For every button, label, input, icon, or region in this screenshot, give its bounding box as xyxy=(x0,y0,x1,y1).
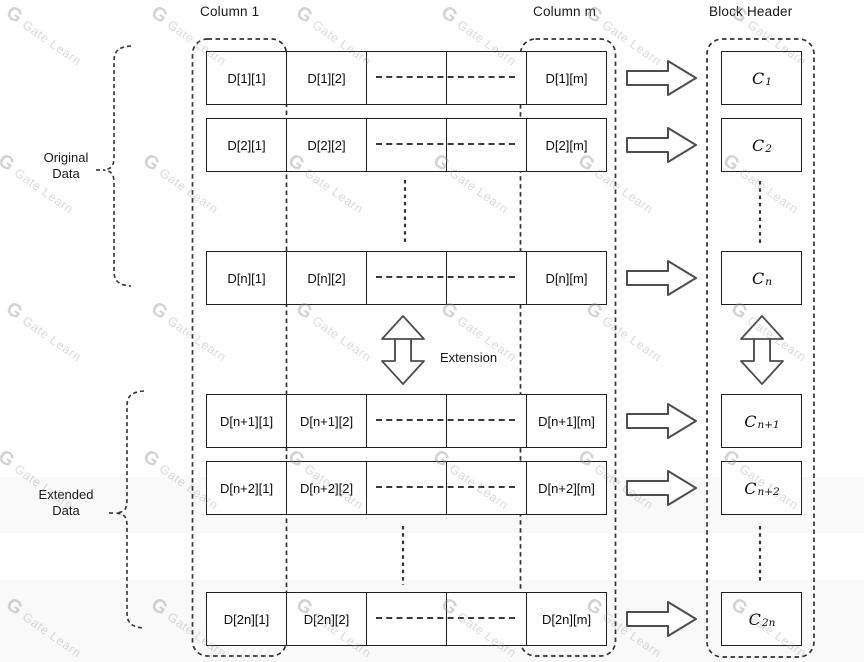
brace-extended-data xyxy=(109,390,145,629)
cell-d1-2: D[1][2] xyxy=(286,52,366,104)
cell-dn1-m: D[n+1][m] xyxy=(526,395,606,447)
block-subscript: 2 xyxy=(765,142,772,155)
extension-double-arrow-blocks xyxy=(740,315,784,385)
cell-d2-2: D[2][2] xyxy=(286,119,366,171)
row-ellipsis-line xyxy=(376,486,515,488)
right-arrow-row-n1 xyxy=(626,403,697,439)
label-original-data: Original Data xyxy=(20,150,112,181)
data-row-2: D[2][1] D[2][2] D[2][m] xyxy=(206,118,607,172)
label-extended-line1: Extended xyxy=(38,487,94,502)
cell-dn-1: D[n][1] xyxy=(227,270,266,286)
empty-cell xyxy=(446,119,526,171)
cell-d2n-1: D[2n][1] xyxy=(223,611,270,627)
label-extended-data: Extended Data xyxy=(20,487,112,518)
row-ellipsis-line xyxy=(376,617,515,619)
cell-d2n-2: D[2n][2] xyxy=(286,593,366,645)
block-subscript: n+2 xyxy=(757,485,780,498)
dashed-group-column-1 xyxy=(191,38,288,657)
label-original-line2: Data xyxy=(52,165,80,181)
block-label: C xyxy=(744,411,757,431)
cell-dn2-m: D[n+2][m] xyxy=(526,462,606,514)
brace-original-data xyxy=(96,45,132,287)
empty-cell xyxy=(366,119,446,171)
block-label: C xyxy=(748,609,761,629)
empty-cell xyxy=(446,395,526,447)
dashed-group-block-header xyxy=(706,38,815,658)
row-ellipsis-line xyxy=(376,276,515,278)
empty-cell xyxy=(366,252,446,304)
row-ellipsis-line xyxy=(376,419,515,421)
cell-d2n-m: D[2n][m] xyxy=(526,593,606,645)
cell-dn2-1: D[n+2][1] xyxy=(219,480,274,496)
empty-cell xyxy=(366,462,446,514)
empty-cell xyxy=(446,593,526,645)
cell-d1-1: D[1][1] xyxy=(227,70,266,86)
block-label: C xyxy=(744,478,757,498)
empty-cell xyxy=(366,52,446,104)
cell-dn2-2: D[n+2][2] xyxy=(286,462,366,514)
right-arrow-row-n xyxy=(626,260,697,296)
header-column-1: Column 1 xyxy=(200,4,260,19)
block-subscript: 2n xyxy=(761,616,776,629)
header-block-header: Block Header xyxy=(709,4,793,19)
block-label: C xyxy=(752,68,765,88)
cell-dn1-2: D[n+1][2] xyxy=(286,395,366,447)
cell-d2-m: D[2][m] xyxy=(526,119,606,171)
cell-d1-m: D[1][m] xyxy=(526,52,606,104)
extension-double-arrow-rows xyxy=(381,315,425,385)
cell-dn1-1: D[n+1][1] xyxy=(219,413,274,429)
right-arrow-row-n2 xyxy=(626,470,697,506)
right-arrow-row-2n xyxy=(626,601,697,637)
dashed-group-column-m xyxy=(519,38,617,657)
cell-d2-1: D[2][1] xyxy=(227,137,266,153)
label-extended-line2: Data xyxy=(52,502,80,518)
data-row-1: D[1][1] D[1][2] D[1][m] xyxy=(206,51,607,105)
empty-cell xyxy=(446,462,526,514)
data-row-2n: D[2n][1] D[2n][2] D[2n][m] xyxy=(206,592,607,646)
right-arrow-row-1 xyxy=(626,60,697,96)
row-ellipsis-line xyxy=(376,76,515,78)
right-arrow-row-2 xyxy=(626,127,697,163)
label-original-line1: Original xyxy=(43,150,89,165)
header-column-m: Column m xyxy=(533,4,597,19)
label-extension: Extension xyxy=(440,350,498,365)
empty-cell xyxy=(446,52,526,104)
block-label: C xyxy=(752,135,765,155)
cell-dn-m: D[n][m] xyxy=(526,252,606,304)
block-subscript: n+1 xyxy=(757,418,780,431)
data-row-n1: D[n+1][1] D[n+1][2] D[n+1][m] xyxy=(206,394,607,448)
empty-cell xyxy=(366,593,446,645)
empty-cell xyxy=(446,252,526,304)
block-subscript: 1 xyxy=(765,75,772,88)
row-ellipsis-line xyxy=(376,143,515,145)
cell-dn-2: D[n][2] xyxy=(286,252,366,304)
empty-cell xyxy=(366,395,446,447)
data-row-n: D[n][1] D[n][2] D[n][m] xyxy=(206,251,607,305)
data-row-n2: D[n+2][1] D[n+2][2] D[n+2][m] xyxy=(206,461,607,515)
block-subscript: n xyxy=(765,275,772,288)
block-label: C xyxy=(751,268,765,288)
